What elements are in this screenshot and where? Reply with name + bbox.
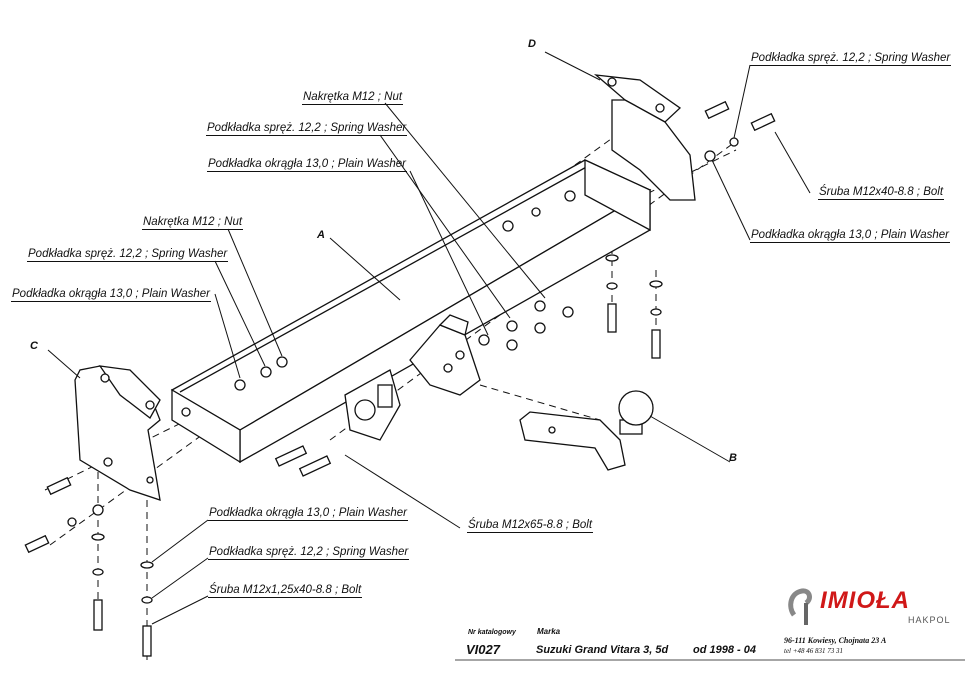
main-crossbeam (170, 159, 652, 464)
vehicle-years: od 1998 - 04 (693, 644, 756, 656)
label-plain-washer-right: Podkładka okrągła 13,0 ; Plain Washer (750, 229, 950, 243)
fasteners (24, 100, 776, 657)
label-bolt-bottom: Śruba M12x1,25x40-8.8 ; Bolt (208, 584, 363, 598)
label-plain-washer-bottom: Podkładka okrągła 13,0 ; Plain Washer (208, 507, 408, 521)
label-spring-washer-top: Podkładka spręż. 12,2 ; Spring Washer (206, 122, 408, 136)
towball-b (519, 390, 654, 471)
label-nut-left: Nakrętka M12 ; Nut (142, 216, 244, 230)
label-spring-washer-left: Podkładka spręż. 12,2 ; Spring Washer (27, 248, 229, 262)
part-letter-d: D (528, 38, 536, 50)
company-address: 96-111 Kowiesy, Chojnata 23 A (784, 636, 887, 645)
part-letter-c: C (30, 340, 38, 352)
center-bracket (409, 314, 481, 396)
company-phone: tel +48 46 831 73 31 (784, 647, 843, 655)
label-spring-washer-bottom: Podkładka spręż. 12,2 ; Spring Washer (208, 546, 410, 560)
part-letter-b: B (729, 452, 737, 464)
label-bolt-right: Śruba M12x40-8.8 ; Bolt (818, 186, 945, 200)
logo-wordmark: IMIOŁA (820, 587, 910, 614)
vehicle-model: Suzuki Grand Vitara 3, 5d (536, 644, 669, 656)
brand-label: Marka (537, 627, 561, 636)
right-beam-plate (584, 158, 651, 232)
label-plain-washer-left: Podkładka okrągła 13,0 ; Plain Washer (11, 288, 211, 302)
socket-plate (344, 369, 401, 441)
catalog-number: VI027 (466, 642, 500, 657)
label-spring-washer-right: Podkładka spręż. 12,2 ; Spring Washer (750, 52, 952, 66)
imiola-logo: IMIOŁA HAKPOL (784, 585, 956, 631)
left-beam-plate (171, 388, 241, 464)
catalog-label: Nr katalogowy (468, 629, 516, 636)
label-nut-top: Nakrętka M12 ; Nut (302, 91, 404, 105)
right-bracket-d (593, 74, 696, 201)
label-plain-washer-top: Podkładka okrągła 13,0 ; Plain Washer (207, 158, 407, 172)
left-bracket-c (74, 365, 161, 501)
part-letter-a: A (317, 229, 325, 241)
leader-lines (47, 51, 811, 625)
logo-subtitle: HAKPOL (908, 615, 951, 625)
logo-hook-icon (788, 588, 812, 625)
label-bolt-middle: Śruba M12x65-8.8 ; Bolt (467, 519, 594, 533)
